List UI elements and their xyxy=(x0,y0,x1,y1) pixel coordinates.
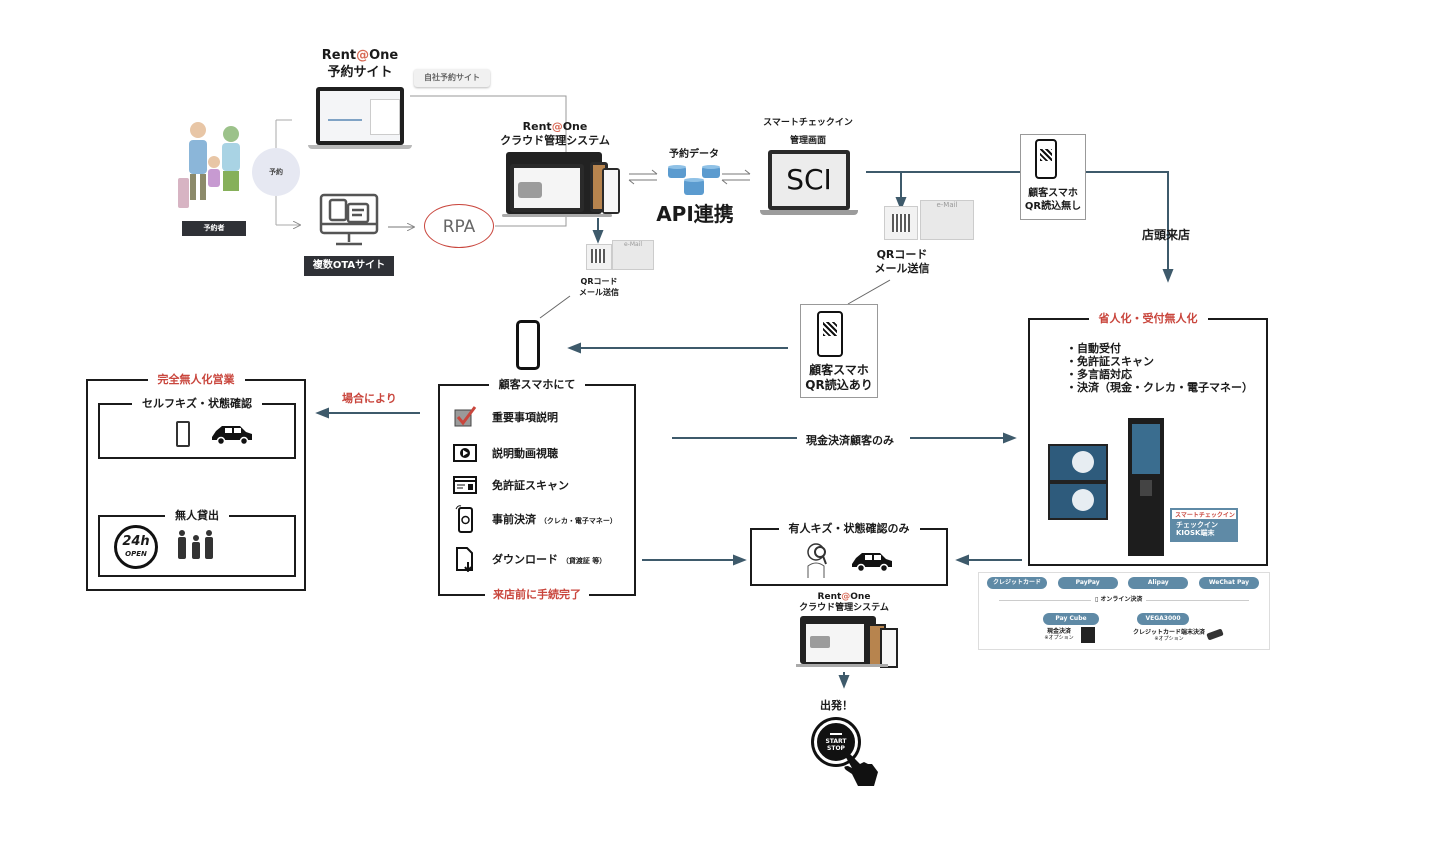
sci-title-line1: スマートチェックイン xyxy=(763,118,853,128)
qr-left-callout xyxy=(539,295,571,319)
cash-only-label: 現金決済顧客のみ xyxy=(806,434,894,447)
cloud-system-name: クラウド管理システム xyxy=(500,134,610,147)
car-icon xyxy=(852,553,892,572)
sci-title-line2: 管理画面 xyxy=(789,136,826,146)
qr-code-icon xyxy=(892,214,910,232)
mail-icon: e-Mail xyxy=(612,240,654,270)
kiosk-screen-preview xyxy=(1048,444,1108,482)
payment-method-pill: クレジットカード xyxy=(987,577,1047,589)
unmanned-rental-title: 無人貸出 xyxy=(165,509,229,522)
payment-method-pill: WeChat Pay xyxy=(1198,577,1259,589)
kiosk-box-title: 省人化・受付無人化 xyxy=(1088,312,1208,325)
smartphone-icon xyxy=(176,421,190,447)
kiosk-terminal-illustration xyxy=(1128,418,1164,556)
rpa-node[interactable]: RPA xyxy=(424,204,494,248)
ota-label: 複数OTAサイト xyxy=(304,256,394,276)
download-icon xyxy=(452,547,478,572)
smartphone-box-title: 顧客スマホにて xyxy=(488,378,586,391)
kiosk-feature: ・免許証スキャン xyxy=(1066,355,1154,368)
customer-family-illustration xyxy=(178,118,248,210)
procedure-item[interactable]: 事前決済 （クレカ・電子マネー） xyxy=(452,505,617,533)
store-visit-label: 店頭来店 xyxy=(1142,228,1191,242)
cash-payment-label: 現金決済※オプション xyxy=(1044,628,1074,641)
kiosk-box: 省人化・受付無人化 ・自動受付 ・免許証スキャン ・多言語対応 ・決済（現金・ク… xyxy=(1028,312,1268,566)
car-icon xyxy=(212,426,252,445)
24h-open-icon: 24h OPEN xyxy=(114,525,158,569)
staffed-check-box: 有人キズ・状態確認のみ xyxy=(750,522,948,586)
smartphone-box-footer: 来店前に手続完了 xyxy=(485,588,589,601)
staffed-box-title: 有人キズ・状態確認のみ xyxy=(778,522,920,535)
self-check-title: セルフキズ・状態確認 xyxy=(132,397,262,410)
cash-machine-icon xyxy=(1081,627,1095,643)
sci-laptop[interactable]: SCI xyxy=(760,150,858,215)
cloud-system-devices[interactable] xyxy=(502,152,624,218)
customer-label: 予約者 xyxy=(182,221,246,236)
sci-screen-text: SCI xyxy=(772,154,846,206)
qr-right-callout xyxy=(847,279,891,305)
kiosk-feature: ・決済（現金・クレカ・電子マネー） xyxy=(1066,381,1253,394)
sci-title: スマートチェックイン 管理画面 xyxy=(748,114,868,150)
id-card-icon xyxy=(452,474,478,496)
own-site-tooltip: 自社予約サイト xyxy=(414,69,490,87)
unmanned-box-title: 完全無人化営業 xyxy=(147,373,245,386)
vega3000-pill: VEGA3000 xyxy=(1137,613,1189,625)
pointing-hand-icon xyxy=(844,750,878,786)
database-icon xyxy=(666,163,722,197)
online-payment-label: ▯ オンライン決済 xyxy=(1091,595,1147,605)
inspector-icon xyxy=(807,543,827,578)
kiosk-feature: ・自動受付 xyxy=(1066,342,1121,355)
cloud-system-title: Rent@One クラウド管理システム xyxy=(490,120,620,148)
kiosk-feature-list: ・自動受付 ・免許証スキャン ・多言語対応 ・決済（現金・クレカ・電子マネー） xyxy=(1066,342,1253,394)
payment-methods-panel: クレジットカード PayPay Alipay WeChat Pay ▯ オンライ… xyxy=(978,572,1270,650)
departure-label: 出発！ xyxy=(820,699,853,712)
fully-unmanned-box: 完全無人化営業 セルフキズ・状態確認 無人貸出 24h OPEN xyxy=(86,373,306,591)
booking-site-laptop[interactable] xyxy=(308,87,412,149)
qr-mail-left-label: QRコードメール送信 xyxy=(579,277,619,297)
phone-scan-icon xyxy=(817,311,843,357)
payment-method-pill: Alipay xyxy=(1128,577,1189,589)
qr-mail-left-icon: e-Mail xyxy=(586,240,654,270)
booking-site-title: Rent@One 予約サイト xyxy=(300,47,420,81)
case-arrow-label: 場合により xyxy=(342,392,397,405)
ota-monitor-icon xyxy=(318,192,380,248)
video-icon xyxy=(452,442,478,464)
kiosk-screen-preview xyxy=(1048,482,1108,520)
phone-scan-icon xyxy=(1035,139,1057,179)
api-data-label: 予約データ xyxy=(669,149,719,160)
cloud-system-brand: Rent@One xyxy=(522,120,588,133)
mail-icon: e-Mail xyxy=(920,200,974,240)
qr-mail-right-icon: e-Mail xyxy=(884,200,974,240)
smartphone-procedures-box: 顧客スマホにて 重要事項説明 説明動画視聴 免許証スキャン 事前決済 （クレカ・… xyxy=(438,378,636,601)
mobile-payment-icon xyxy=(452,505,478,533)
unmanned-rental-box: 無人貸出 24h OPEN xyxy=(98,509,296,577)
paycube-pill: Pay Cube xyxy=(1043,613,1099,625)
procedure-item[interactable]: 説明動画視聴 xyxy=(452,442,558,464)
cloud-system-bottom-devices[interactable] xyxy=(796,616,898,668)
cloud-system-bottom-title: Rent@One クラウド管理システム xyxy=(799,592,889,613)
card-terminal-label: クレジットカード端末決済※オプション xyxy=(1132,629,1205,642)
booking-site-brand: Rent@One xyxy=(321,48,399,63)
kiosk-callout: スマートチェックイン チェックイン KIOSK端末 xyxy=(1170,508,1238,542)
booking-bubble: 予約 xyxy=(252,148,300,196)
checkbox-icon xyxy=(452,406,478,428)
people-icon xyxy=(178,530,213,559)
qr-code-icon xyxy=(591,249,605,263)
payment-method-pill: PayPay xyxy=(1057,577,1118,589)
kiosk-feature: ・多言語対応 xyxy=(1066,368,1132,381)
payment-method-list: クレジットカード PayPay Alipay WeChat Pay xyxy=(987,577,1259,589)
customer-smartphone-icon xyxy=(516,320,540,370)
procedure-item[interactable]: 重要事項説明 xyxy=(452,406,558,428)
self-check-box: セルフキズ・状態確認 xyxy=(98,397,296,459)
api-label: API連携 xyxy=(656,202,734,226)
qr-mail-right-label: QRコードメール送信 xyxy=(874,248,930,275)
procedure-item[interactable]: 免許証スキャン xyxy=(452,474,569,496)
booking-site-name: 予約サイト xyxy=(327,65,393,80)
procedure-item[interactable]: ダウンロード （貸渡証 等） xyxy=(452,547,606,572)
